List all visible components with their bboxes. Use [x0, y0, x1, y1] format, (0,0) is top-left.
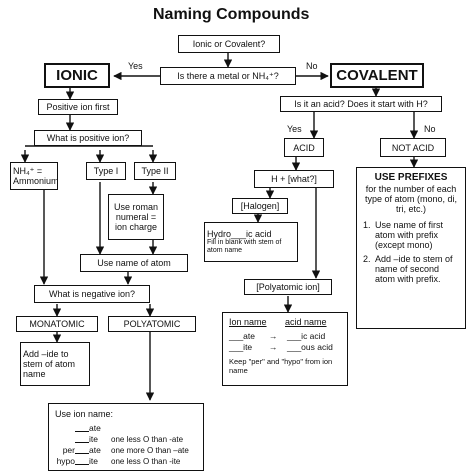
hydro-ic-acid-label: Hydro___ic acid [207, 229, 272, 239]
prefix-step: 2. Add –ide to stem of name of second ato… [363, 254, 459, 284]
ion-suffix: ite [89, 434, 98, 444]
acid-table-header: Ion name acid name [229, 317, 327, 327]
hydro-note: Fill in blank with stem of atom name [207, 239, 282, 254]
ion-blank [75, 423, 89, 432]
arrow-icon: → [269, 342, 278, 352]
type-2-box: Type II [134, 162, 176, 180]
ion-suffix: ate [89, 445, 101, 455]
acid-row: ___ite → ___ous acid [229, 342, 333, 353]
halogen-box: [Halogen] [232, 198, 288, 214]
acid-row-acid: ___ic acid [287, 331, 326, 341]
ion-blank [75, 434, 89, 443]
page-title: Naming Compounds [153, 6, 310, 23]
arrow-icon: → [269, 331, 278, 341]
acid-question-box: Is it an acid? Does it start with H? [280, 96, 442, 112]
acid-no-label: No [424, 124, 436, 134]
roman-numeral-box: Use roman numeral = ion charge [108, 194, 164, 240]
ion-blank [75, 456, 89, 465]
step-text: Add –ide to stem of name of second atom … [375, 254, 453, 284]
acid-row: ___ate → ___ic acid [229, 331, 333, 342]
monatomic-box: MONATOMIC [16, 316, 98, 332]
acid-naming-table-box: Ion name acid name ___ate→___ic acid___i… [222, 312, 348, 386]
ion-prefix: hypo [56, 456, 75, 466]
ion-suffix: ite [89, 456, 98, 466]
prefix-description: for the number of each type of atom (mon… [364, 184, 458, 214]
ion-note: one less O than -ate [111, 435, 184, 444]
covalent-heading: COVALENT [330, 63, 424, 88]
acid-rows: ___ate → ___ic acid ___ite → ___ous acid [229, 331, 333, 353]
polyatomic-ion-box: [Polyatomic ion] [244, 279, 332, 295]
use-ion-name-heading: Use ion name: [55, 409, 114, 419]
ion-prefix: per [62, 445, 75, 455]
ionic-heading: IONIC [44, 63, 110, 88]
step-number: 1. [363, 220, 371, 230]
ion-prefix [55, 434, 75, 445]
not-acid-box: NOT ACID [380, 138, 446, 157]
yes-label: Yes [128, 61, 143, 71]
ionic-or-covalent-box: Ionic or Covalent? [178, 35, 280, 53]
acid-row-ion: ___ite [229, 342, 253, 352]
ion-row: ate [55, 423, 189, 434]
ion-suffix: ate [89, 423, 101, 433]
keep-note: Keep "per" and "hypo" from ion name [229, 357, 333, 375]
acid-row-acid: ___ous acid [287, 342, 333, 352]
step-text: Use name of first atom with prefix (exce… [375, 220, 444, 250]
acid-row-ion: ___ate [229, 331, 255, 341]
ion-row: per ate one more O than –ate [55, 445, 189, 456]
hydro-ic-acid-box: Hydro___ic acid Fill in blank with stem … [204, 222, 298, 262]
h-plus-what-box: H + [what?] [254, 170, 334, 188]
ion-prefix [55, 423, 75, 434]
acid-box: ACID [284, 138, 324, 157]
use-prefixes-heading: USE PREFIXES [374, 172, 448, 183]
prefix-steps: 1. Use name of first atom with prefix (ex… [363, 220, 459, 288]
ion-row: ite one less O than -ate [55, 434, 189, 445]
metal-question-box: Is there a metal or NH₄⁺? [160, 67, 296, 85]
what-positive-ion-box: What is positive ion? [34, 130, 142, 146]
no-label: No [306, 61, 318, 71]
nh4-label: NH₄⁺ = [13, 166, 43, 176]
polyatomic-box: POLYATOMIC [108, 316, 196, 332]
ion-name-label: Ion name [229, 317, 267, 327]
acid-yes-label: Yes [287, 124, 302, 134]
what-negative-ion-box: What is negative ion? [34, 285, 150, 303]
ammonium-box: NH₄⁺ = Ammonium [10, 162, 59, 190]
ion-blank [75, 445, 89, 454]
ion-note: one more O than –ate [111, 446, 189, 455]
positive-ion-first-box: Positive ion first [38, 99, 118, 115]
step-number: 2. [363, 254, 371, 264]
use-name-of-atom-box: Use name of atom [80, 254, 188, 272]
prefix-step: 1. Use name of first atom with prefix (ex… [363, 220, 459, 250]
use-prefixes-box: USE PREFIXES for the number of each type… [356, 167, 466, 329]
acid-name-label: acid name [285, 317, 327, 327]
ammonium-label: Ammonium [13, 176, 59, 186]
add-ide-box: Add –ide to stem of atom name [20, 342, 90, 386]
ion-row: hypo ite one less O than -ite [55, 456, 189, 467]
type-1-box: Type I [86, 162, 126, 180]
ion-note: one less O than -ite [111, 457, 181, 466]
